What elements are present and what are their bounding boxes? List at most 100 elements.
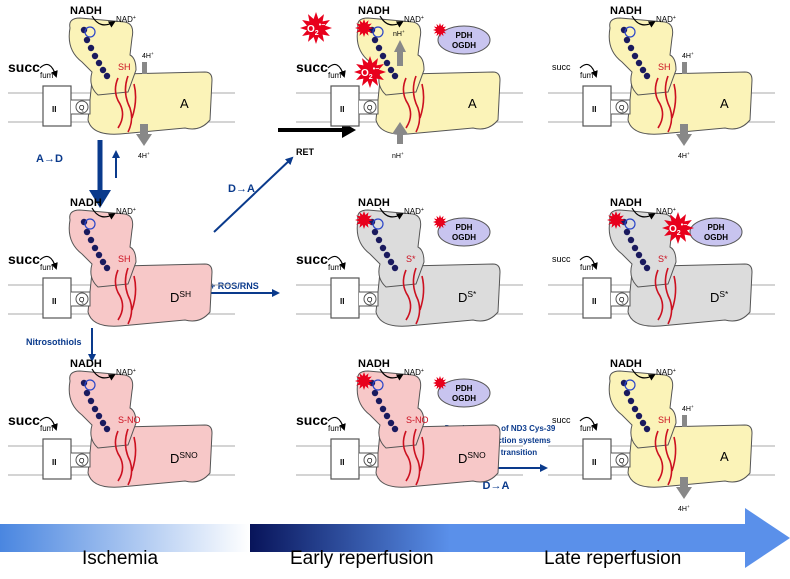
fes-cluster-dot	[631, 244, 639, 252]
fmn-site	[624, 26, 636, 38]
denitrosation-line1: De-nitrosation of ND3 Cys-39	[445, 424, 556, 433]
proton-out-bar	[680, 477, 688, 487]
nad-label: NAD+	[116, 15, 136, 24]
s-state-label: SH	[118, 254, 131, 264]
superoxide-top-text: O2•−	[307, 22, 325, 37]
nadh-label: NADH	[358, 358, 390, 370]
fes-cluster-dot	[391, 264, 399, 272]
nd3-loop	[114, 428, 137, 486]
fes-cluster-dot	[99, 66, 107, 74]
fes-cluster-dot	[80, 218, 88, 226]
ros-burst-flavin	[355, 19, 373, 37]
fes-cluster-dot	[635, 59, 643, 67]
complex-ii-label: II	[340, 297, 344, 306]
fmn-site	[372, 218, 384, 230]
superoxide-ret-burst	[354, 56, 386, 88]
complex-ii-box	[330, 277, 360, 319]
nd3-loop	[402, 267, 425, 325]
s-state-label: S-NO	[406, 415, 429, 425]
fes-cluster-dot	[383, 59, 391, 67]
fes-cluster-dot	[623, 228, 631, 236]
s-state-label: SH	[118, 62, 131, 72]
nd3-loop	[654, 428, 677, 486]
state-label-d: DSH	[170, 289, 191, 305]
fes-cluster-dot	[639, 66, 647, 74]
nadh-arrow	[379, 15, 404, 28]
fmn-site	[84, 379, 96, 391]
ros-label: + ROS/RNS	[210, 281, 259, 291]
q-label: Q	[619, 458, 625, 465]
nd3-loop	[402, 428, 425, 486]
proton-out-head	[676, 487, 692, 499]
fes-cluster-dot	[643, 425, 651, 433]
fmn-site	[624, 218, 636, 230]
fes-cluster-dot	[83, 228, 91, 236]
fes-cluster-dot	[375, 44, 383, 52]
nad-label: NAD+	[404, 207, 424, 216]
q-circle	[615, 100, 629, 114]
pdh-ogdh-complex	[437, 378, 491, 408]
q-circle	[75, 453, 89, 467]
fes-cluster-dot	[635, 251, 643, 259]
nad-label: NAD+	[656, 15, 676, 24]
fes-cluster-dot	[91, 52, 99, 60]
fes-cluster-dot	[371, 389, 379, 397]
pdh-label: PDH	[456, 223, 473, 232]
succ-arrow	[327, 63, 346, 78]
fes-cluster-dot	[91, 244, 99, 252]
ogdh-label: OGDH	[452, 394, 476, 403]
nadh-label: NADH	[70, 197, 102, 209]
ros-burst-flavin	[355, 372, 373, 390]
stage-label-late-reperfusion: Late reperfusion	[544, 548, 682, 569]
pdh-label: PDH	[456, 31, 473, 40]
fmn-site	[84, 218, 96, 230]
proton-in-bar	[682, 62, 687, 74]
d-to-a-bottom-label: D→A	[483, 480, 510, 492]
fes-cluster-dot	[379, 244, 387, 252]
complex-ii-label: II	[52, 297, 56, 306]
ros-burst-flavin	[355, 211, 373, 229]
fes-cluster-dot	[91, 405, 99, 413]
fes-cluster-dot	[83, 36, 91, 44]
nadh-arrow	[91, 15, 116, 28]
proton-out-bar	[140, 124, 148, 134]
state-label-d: DSNO	[170, 450, 198, 466]
fmn-site	[372, 26, 384, 38]
fes-cluster-dot	[379, 52, 387, 60]
complex-ii-box	[330, 438, 360, 480]
superoxide-top-burst	[300, 12, 332, 44]
state-label-a: A	[720, 96, 729, 111]
succ-label: succ	[552, 415, 571, 425]
nadh-arrow	[631, 207, 656, 220]
fes-cluster-dot	[371, 228, 379, 236]
fum-label: fum	[328, 424, 342, 433]
proton-out-label: 4H+	[678, 151, 690, 160]
fes-cluster-dot	[99, 258, 107, 266]
fes-cluster-dot	[383, 412, 391, 420]
state-label-d: DS*	[710, 289, 729, 305]
complex-ii-box	[42, 277, 72, 319]
complex-ii-label: II	[592, 458, 596, 467]
denitrosation-line3: and D→A transition	[463, 448, 537, 457]
fes-cluster-dot	[643, 264, 651, 272]
succ-label: succ	[296, 412, 328, 428]
fes-cluster-dot	[635, 412, 643, 420]
q-circle	[615, 453, 629, 467]
ros-burst-pdh	[433, 376, 447, 390]
q-label: Q	[79, 458, 85, 465]
fes-cluster-dot	[383, 251, 391, 259]
fes-cluster-dot	[83, 389, 91, 397]
nadh-label: NADH	[610, 197, 642, 209]
proton-in-label: 4H+	[682, 404, 694, 413]
nadh-label: NADH	[70, 5, 102, 17]
fmn-site	[84, 26, 96, 38]
succ-label: succ	[552, 254, 571, 264]
fes-cluster-dot	[103, 264, 111, 272]
succ-arrow	[327, 416, 346, 431]
q-circle	[363, 100, 377, 114]
q-circle	[615, 292, 629, 306]
